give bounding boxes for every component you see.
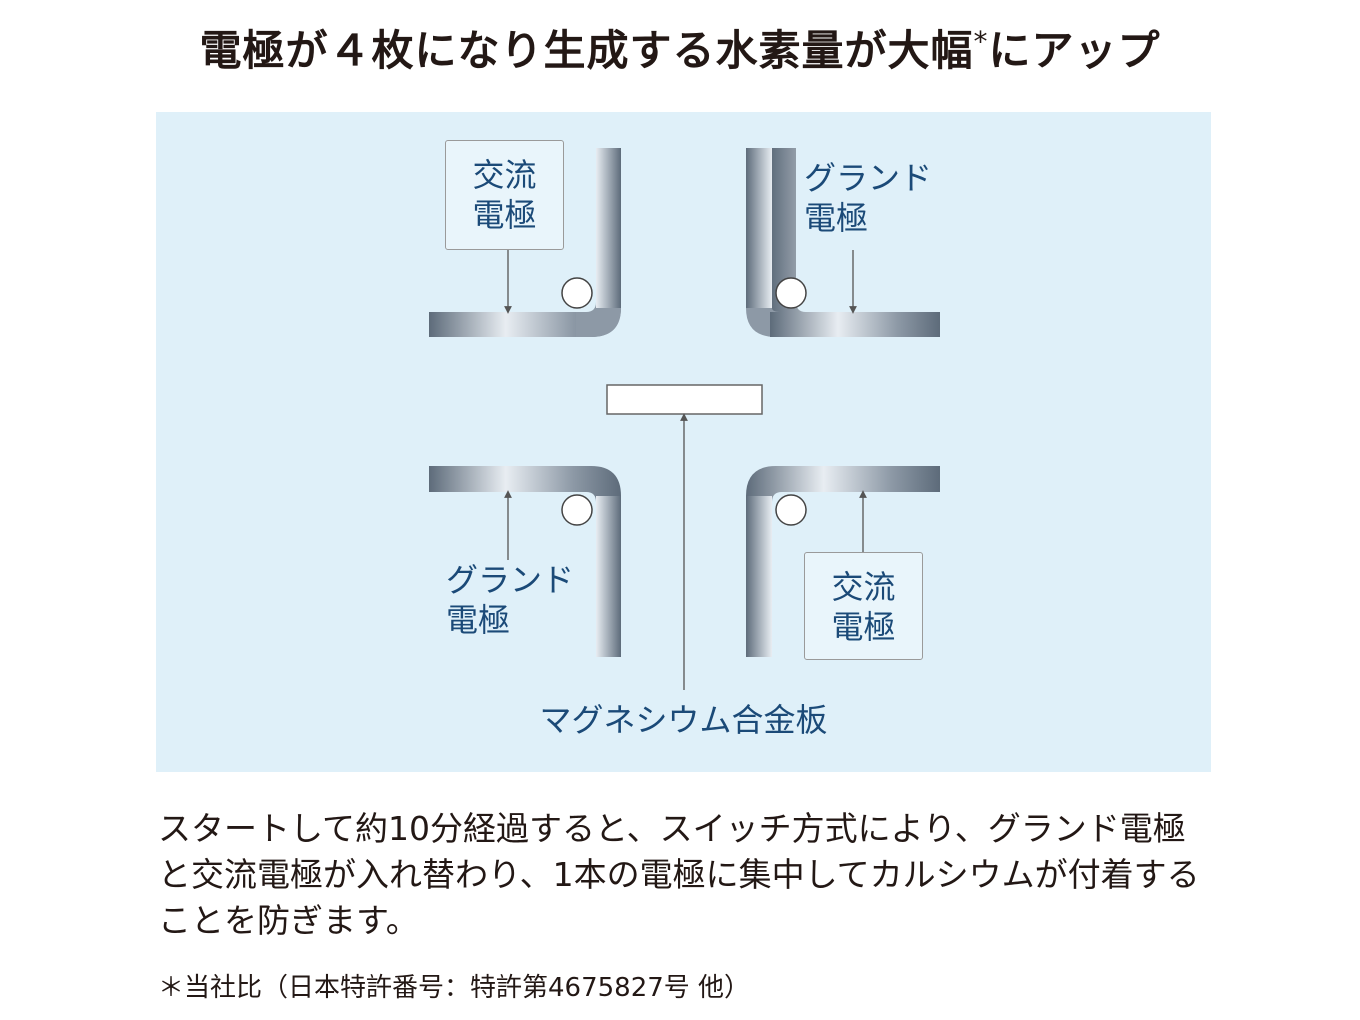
electrode-bottom-left — [429, 466, 621, 657]
electrode-top-left — [429, 148, 621, 337]
label-bottom-left-line1: グランド — [446, 561, 575, 599]
description-text: スタートして約10分経過すると、スイッチ方式により、グランド電極と交流電極が入れ… — [158, 809, 1200, 940]
label-bottom-right-line1: 交流 — [831, 568, 896, 606]
magnesium-plate — [606, 384, 763, 415]
title-asterisk: * — [973, 25, 989, 58]
title-suffix: にアップ — [988, 26, 1161, 75]
label-top-right: グランド 電極 — [804, 158, 932, 238]
electrode-diagram-graphics — [429, 148, 940, 690]
electrode-diagram: 交流 電極 グランド 電極 グランド 電極 交流 電極 マグネシウム合金板 — [156, 112, 1211, 772]
label-box-bottom-right: 交流 電極 — [804, 552, 923, 660]
label-top-right-line2: 電極 — [804, 199, 869, 237]
page-title: 電極が４枚になり生成する水素量が大幅*にアップ — [0, 14, 1360, 79]
label-bottom-left: グランド 電極 — [446, 560, 574, 640]
label-magnesium-plate: マグネシウム合金板 — [539, 701, 828, 739]
label-top-left-line2: 電極 — [472, 196, 537, 234]
label-box-top-left: 交流 電極 — [445, 140, 564, 250]
title-main: 電極が４枚になり生成する水素量が大幅 — [199, 26, 974, 75]
label-bottom-left-line2: 電極 — [446, 601, 511, 639]
electrode-top-right — [746, 148, 940, 337]
footnote: ＊当社比（日本特許番号：特許第4675827号 他） — [158, 973, 751, 1003]
label-top-right-line1: グランド — [804, 159, 933, 197]
label-top-left-line1: 交流 — [472, 156, 537, 194]
electrode-bottom-right — [746, 466, 940, 657]
label-bottom-right-line2: 電極 — [831, 608, 896, 646]
